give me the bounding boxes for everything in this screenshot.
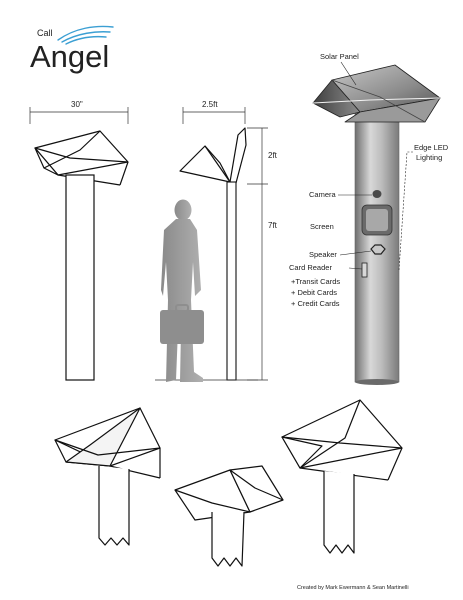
logo: Call Angel	[30, 25, 114, 74]
screen-display	[366, 209, 388, 231]
transit-cards-label: +Transit Cards	[291, 277, 340, 286]
detail-pole-base	[355, 379, 399, 385]
width-dimension-label: 30"	[71, 100, 83, 109]
top-height-label: 2ft	[268, 151, 278, 160]
speaker-icon	[370, 244, 386, 255]
side-view-pole	[226, 181, 237, 381]
front-view-head	[34, 130, 129, 186]
speaker-label: Speaker	[309, 250, 337, 259]
width-dimension	[29, 107, 129, 124]
credit-line: Created by Mark Ewermann & Sean Martinel…	[297, 585, 409, 591]
credit-cards-label: + Credit Cards	[291, 299, 340, 308]
front-view-pole	[65, 174, 95, 381]
pole-height-label: 7ft	[268, 221, 278, 230]
side-view-head	[179, 127, 247, 184]
debit-cards-label: + Debit Cards	[291, 288, 337, 297]
perspective-sketch-left	[54, 407, 161, 546]
solar-panel-label: Solar Panel	[320, 52, 359, 61]
depth-dimension	[182, 107, 246, 124]
edge-led-label-line2: Lighting	[416, 153, 442, 162]
screen-label: Screen	[310, 222, 334, 231]
depth-dimension-label: 2.5ft	[202, 100, 218, 109]
card-reader-label: Card Reader	[289, 263, 332, 272]
solar-panel-head	[312, 64, 441, 123]
front-view: 30"	[29, 100, 129, 381]
perspective-sketch-right	[281, 399, 403, 554]
camera-label: Camera	[309, 190, 337, 199]
wing-icon	[57, 25, 114, 45]
leader-lines	[338, 61, 413, 271]
side-view: 2.5ft 2ft 7ft	[155, 100, 278, 382]
logo-small-text: Call	[37, 28, 53, 38]
logo-big-text: Angel	[30, 39, 109, 74]
camera-icon	[372, 190, 382, 198]
detail-view: Solar Panel Edge LED Lighting Camera Scr…	[289, 52, 449, 385]
height-dimensions	[247, 127, 268, 381]
card-reader-slot	[361, 262, 368, 278]
edge-led-label-line1: Edge LED	[414, 143, 449, 152]
person-silhouette	[160, 199, 204, 382]
perspective-sketch-middle	[174, 465, 284, 567]
